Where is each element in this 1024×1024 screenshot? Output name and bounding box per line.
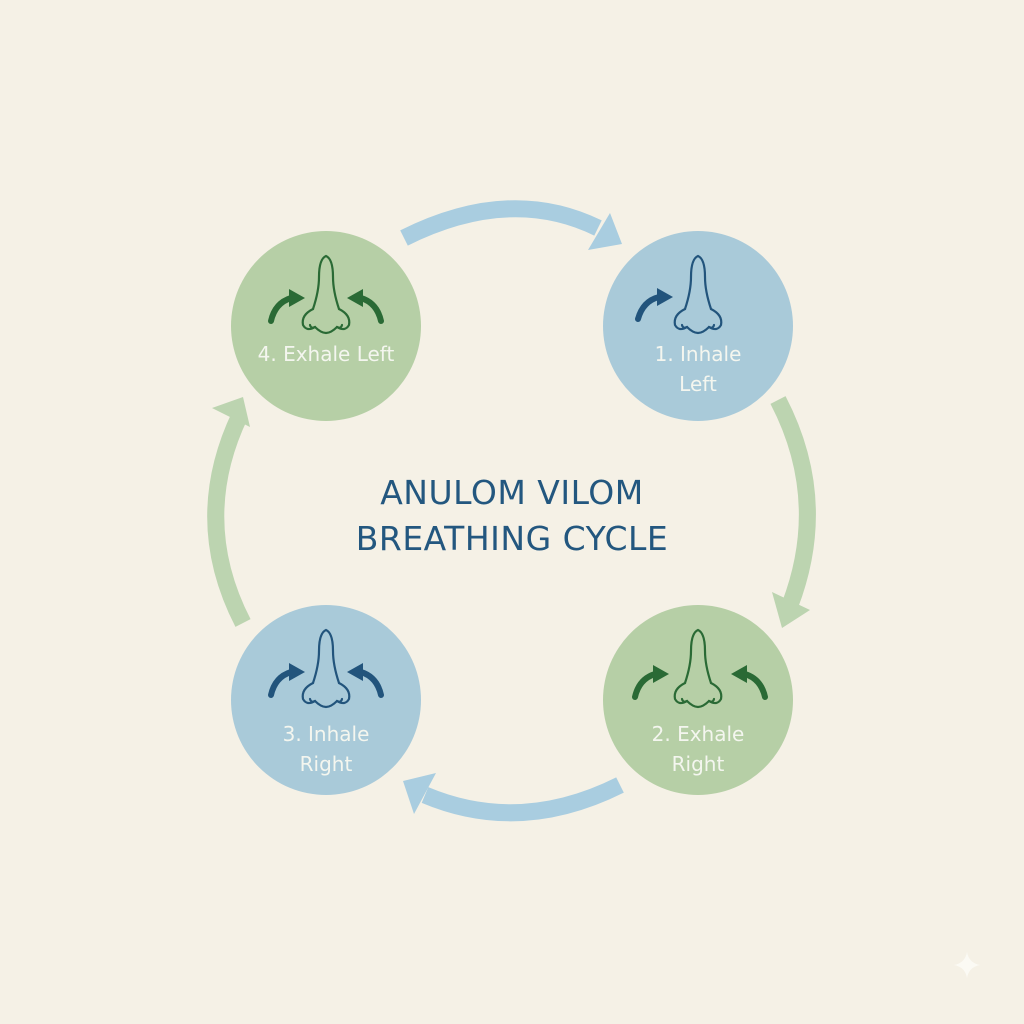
step-3-label-line2: Right — [299, 752, 353, 776]
title-line-2: BREATHING CYCLE — [355, 519, 669, 558]
step-2-label-line2: Right — [671, 752, 725, 776]
step-4-exhale-left: 4. Exhale Left — [231, 231, 421, 421]
sparkle-icon — [954, 952, 980, 978]
nose-inhale-right-icon — [268, 628, 384, 709]
step-1-label-line1: 1. Inhale — [654, 342, 742, 366]
nose-exhale-left-icon — [268, 254, 384, 335]
step-1-label-line2: Left — [679, 372, 717, 396]
arrow-left-icon — [207, 397, 251, 627]
step-4-label: 4. Exhale Left — [257, 342, 395, 366]
arrow-bottom-icon — [403, 773, 624, 822]
step-2-exhale-right: 2. Exhale Right — [603, 605, 793, 795]
step-2-label-line1: 2. Exhale — [651, 722, 745, 746]
step-3-inhale-right: 3. Inhale Right — [231, 605, 421, 795]
title-line-1: ANULOM VILOM — [380, 473, 644, 512]
nose-inhale-left-icon — [635, 254, 723, 335]
arrow-top-icon — [400, 200, 622, 250]
step-3-label-line1: 3. Inhale — [282, 722, 370, 746]
nose-exhale-right-icon — [632, 628, 768, 709]
step-1-inhale-left: 1. Inhale Left — [603, 231, 793, 421]
arrow-right-icon — [770, 396, 816, 628]
